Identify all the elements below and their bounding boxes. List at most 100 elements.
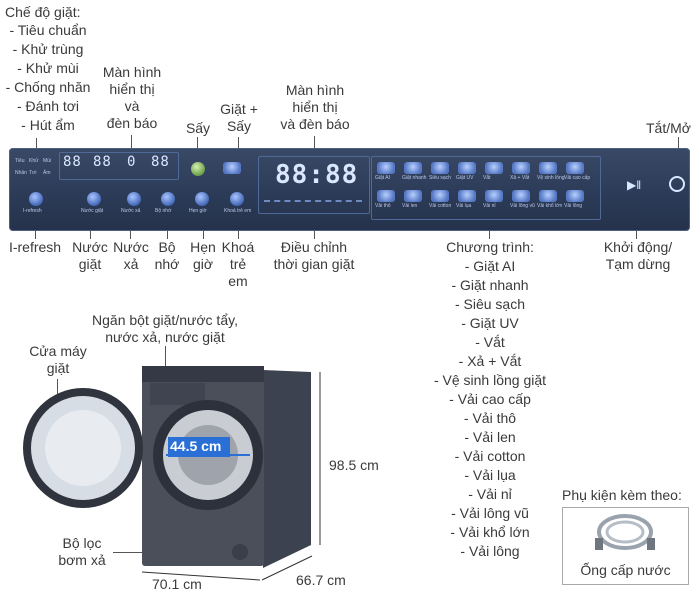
program-item: - Giặt AI	[464, 258, 516, 274]
childlock-label: Khoá trẻ em	[220, 239, 256, 290]
panel-button[interactable]	[87, 192, 101, 206]
power-icon[interactable]	[669, 176, 685, 192]
leader-line	[678, 137, 679, 150]
mode-item: - Chống nhăn	[5, 79, 91, 95]
program-icon-label: Vải nỉ	[483, 203, 496, 209]
dry-button[interactable]	[191, 162, 205, 176]
washer-side	[263, 370, 311, 568]
softener-label: Nước xả	[111, 239, 151, 273]
mode-item: - Đánh tơi	[16, 98, 80, 114]
start-pause-icon[interactable]: ▶‖	[627, 178, 642, 192]
detergent-line: Nước	[72, 239, 108, 255]
depth-value: 66.7 cm	[296, 572, 346, 588]
program-icon[interactable]	[512, 162, 530, 174]
depth-dim-line	[261, 555, 313, 581]
program-icon-label: Giặt AI	[375, 175, 391, 181]
water-hose-icon	[595, 514, 655, 550]
program-icon-label: Siêu sạch	[429, 175, 451, 181]
program-icon[interactable]	[404, 190, 422, 202]
program-icon[interactable]	[458, 190, 476, 202]
mode-grid-cell: Tơi	[29, 170, 37, 176]
program-icon-label: Vải cotton	[429, 203, 452, 209]
display1-line: Màn hình	[102, 64, 162, 80]
program-icon[interactable]	[404, 162, 422, 174]
timer-line: giờ	[192, 256, 214, 272]
dry-label: Sấy	[185, 120, 211, 136]
wash-dry-line: Sấy	[226, 118, 252, 134]
display2-line: và đèn báo	[280, 116, 350, 132]
softener-line: xả	[123, 256, 139, 272]
panel-button[interactable]	[161, 192, 175, 206]
leader-line	[131, 135, 132, 150]
program-grid	[371, 156, 601, 220]
program-icon-label: Giặt UV	[456, 175, 474, 181]
program-item: - Vải cao cấp	[449, 391, 531, 407]
program-item: - Vải nỉ	[468, 486, 512, 502]
leader-line	[203, 231, 204, 239]
digit-display-1: 88	[63, 154, 82, 170]
panel-button-label: Nước giặt	[81, 208, 104, 214]
width-dim-line	[141, 571, 261, 581]
memory-line: Bộ	[158, 239, 176, 255]
mode-grid-cell: Tiêu	[15, 158, 25, 164]
program-icon[interactable]	[431, 162, 449, 174]
program-icon[interactable]	[377, 190, 395, 202]
program-icon-label: Vải len	[402, 203, 418, 209]
program-icon[interactable]	[431, 190, 449, 202]
start-pause-line: Khởi động/	[603, 239, 673, 255]
panel-button[interactable]	[230, 192, 244, 206]
program-icon-label: Xả + Vắt	[510, 175, 530, 181]
wash-dry-label: Giặt + Sấy	[216, 101, 262, 135]
modes-title: Chế độ giặt:	[5, 4, 81, 20]
program-icon-label: Vải lụa	[456, 203, 472, 209]
program-icon[interactable]	[566, 190, 584, 202]
door-line: Cửa máy	[29, 343, 87, 359]
start-pause-label: Khởi động/ Tạm dừng	[598, 239, 678, 273]
control-panel: Tiêu Khử Mùi Nhăn Tơi Ẩm 88 88 0 88 88:8…	[9, 148, 690, 231]
timer-line: Hẹn	[190, 239, 216, 255]
mode-item: - Khử mùi	[17, 60, 79, 76]
adjust-time-label: Điều chỉnh thời gian giặt	[262, 239, 366, 273]
width-value: 70.1 cm	[152, 576, 202, 592]
display1-label: Màn hình hiển thị và đèn báo	[98, 64, 166, 132]
panel-button[interactable]	[29, 192, 43, 206]
wash-dry-button[interactable]	[223, 162, 241, 174]
mode-grid-cell: Khử	[29, 158, 39, 164]
program-icon[interactable]	[458, 162, 476, 174]
program-icon[interactable]	[485, 190, 503, 202]
panel-button[interactable]	[127, 192, 141, 206]
program-item: - Xả + Vắt	[458, 353, 522, 369]
program-icon-label: Vệ sinh lồng	[537, 175, 565, 181]
leader-line	[314, 136, 315, 150]
program-icon[interactable]	[539, 162, 557, 174]
program-icon[interactable]	[485, 162, 503, 174]
program-item: - Vải lông vũ	[451, 505, 529, 521]
panel-button[interactable]	[195, 192, 209, 206]
program-icon-label: Vải lông vũ	[510, 203, 535, 209]
program-icon-label: Vải thô	[375, 203, 391, 209]
leader-line	[35, 231, 36, 239]
panel-button-label: Hẹn giờ	[189, 208, 207, 214]
program-item: - Vải cotton	[454, 448, 526, 464]
program-icon[interactable]	[566, 162, 584, 174]
washer-top-panel	[142, 366, 264, 382]
program-item: - Vải lông	[460, 543, 520, 559]
program-icon-label: Giặt nhanh	[402, 175, 427, 181]
display1-line: đèn báo	[106, 115, 158, 131]
mode-item: - Hút ẩm	[21, 117, 75, 133]
door-line: giặt	[46, 360, 70, 376]
program-icon-label: Vải cao cấp	[564, 175, 591, 181]
program-icon[interactable]	[512, 190, 530, 202]
filter-line: Bộ lọc	[62, 535, 102, 551]
leader-line	[238, 137, 239, 150]
drawer-line: Ngăn bột giặt/nước tẩy,	[92, 312, 238, 328]
mode-item: - Khử trùng	[12, 41, 84, 57]
program-icon[interactable]	[377, 162, 395, 174]
panel-button-label: Khoá trẻ em	[224, 208, 252, 214]
adjust-time-line: thời gian giặt	[273, 256, 355, 272]
main-display	[258, 156, 370, 214]
leader-line	[489, 231, 490, 239]
programs-title: Chương trình:	[446, 239, 534, 255]
program-icon[interactable]	[539, 190, 557, 202]
start-pause-line: Tạm dừng	[605, 256, 671, 272]
